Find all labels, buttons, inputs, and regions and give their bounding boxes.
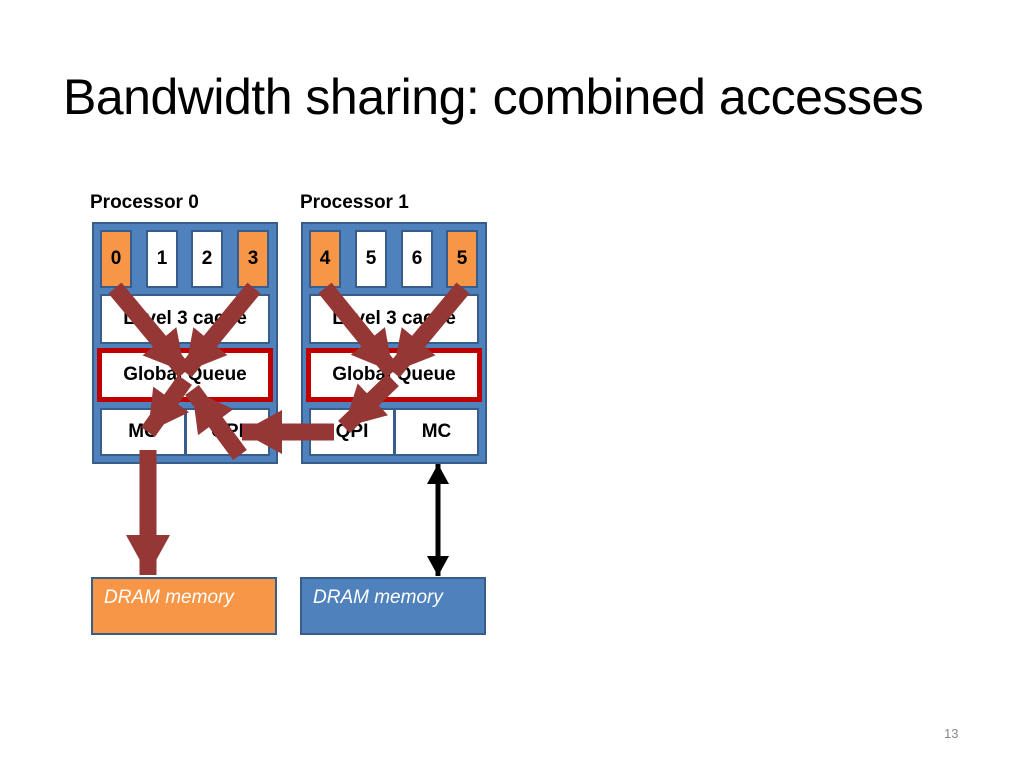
processor-1-core-4: 4 <box>309 230 341 288</box>
arrow-core3-to-gq0 <box>178 282 261 378</box>
page-number: 13 <box>944 726 959 741</box>
dram-memory-1-label: DRAM memory <box>313 587 443 608</box>
slide-title: Bandwidth sharing: combined accesses <box>63 69 924 125</box>
dram-memory-0-label: DRAM memory <box>104 587 234 608</box>
arrow-core0-to-gq0 <box>108 282 192 378</box>
arrow-core4-to-gq1 <box>318 282 400 378</box>
processor-1-memory-controller: MC <box>394 408 479 456</box>
processor-0-core-3: 3 <box>237 230 269 288</box>
processor-0-core-0: 0 <box>100 230 132 288</box>
processor-1-core-5: 5 <box>355 230 387 288</box>
arrow-gq1-to-qpi1 <box>338 373 399 434</box>
processor-0-core-1: 1 <box>146 230 178 288</box>
arrow-gq0-to-mc0 <box>141 375 192 437</box>
arrow-qpi0-to-gq0 <box>185 384 247 461</box>
processor-0-core-2: 2 <box>191 230 223 288</box>
dram-memory-1: DRAM memory <box>300 577 486 635</box>
processor-1-core-6: 6 <box>401 230 433 288</box>
arrow-core5-to-gq1 <box>386 282 470 378</box>
processor-1-label: Processor 1 <box>300 192 409 213</box>
processor-1-core-5b: 5 <box>446 230 478 288</box>
processor-0-label: Processor 0 <box>90 192 199 213</box>
dram-memory-0: DRAM memory <box>91 577 277 635</box>
